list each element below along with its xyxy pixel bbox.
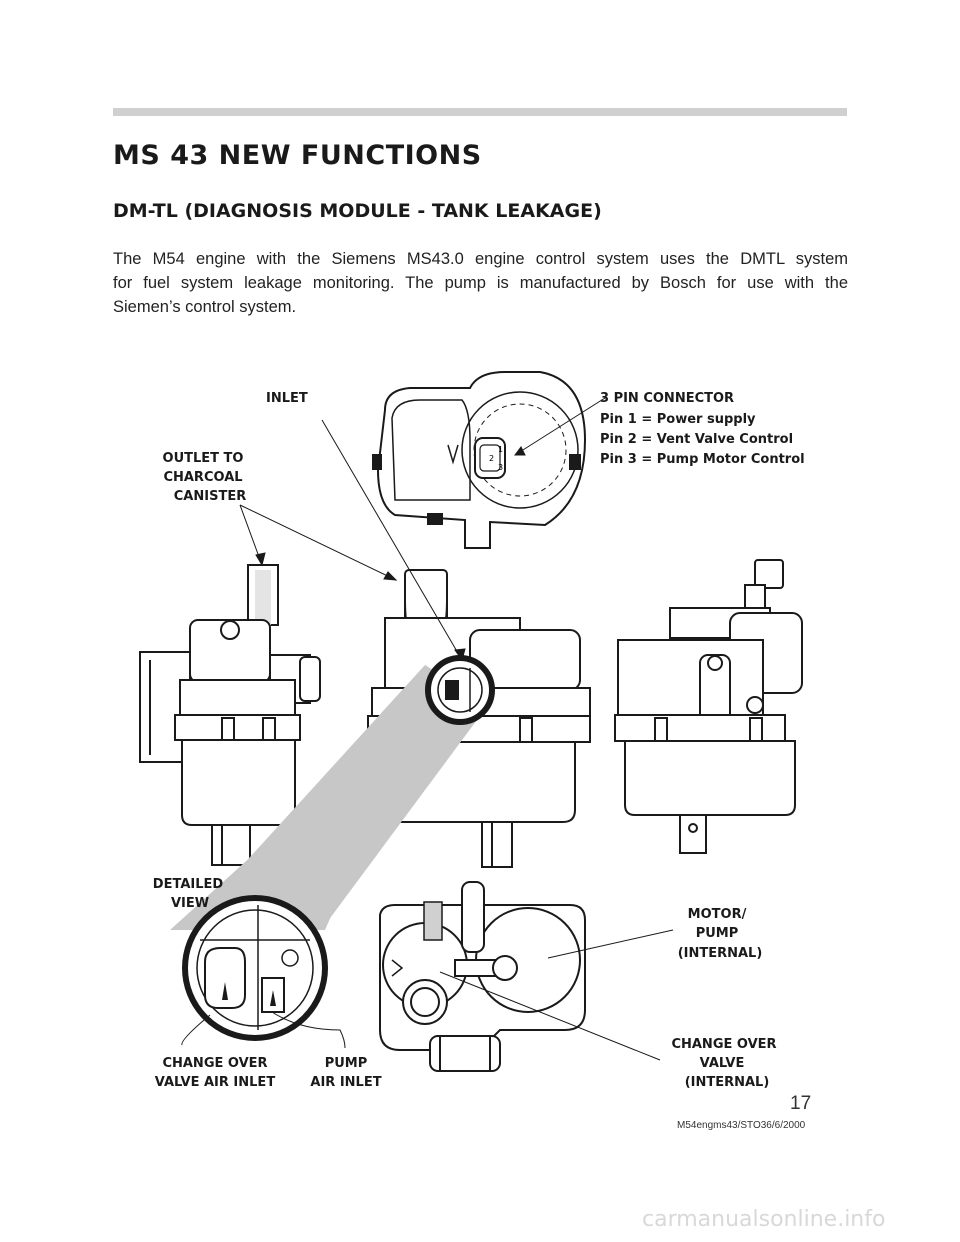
pump-section-view [379, 881, 586, 1072]
inlet-label: INLET [266, 391, 308, 406]
changeover-inlet-line1: CHANGE OVER [162, 1056, 267, 1071]
motor-label-line3: (INTERNAL) [678, 946, 763, 961]
detailed-view-circle [182, 895, 328, 1041]
pump-right-view [614, 559, 803, 854]
changeover-inlet-line2: VALVE AIR INLET [155, 1075, 276, 1090]
watermark: carmanualsonline.info [642, 1207, 886, 1232]
detailed-label-line2: VIEW [171, 896, 209, 911]
changeover-valve-line1: CHANGE OVER [671, 1037, 776, 1052]
pump-inlet-line1: PUMP [325, 1056, 368, 1071]
connector-pin3: Pin 3 = Pump Motor Control [600, 452, 805, 467]
page-number: 17 [790, 1093, 812, 1114]
paragraph-line: for fuel system leakage monitoring. The … [113, 274, 848, 292]
connector-title: 3 PIN CONNECTOR [600, 391, 734, 406]
pin-number-2: 2 [489, 454, 494, 463]
pump-left-view [139, 564, 321, 866]
paragraph-line: The M54 engine with the Siemens MS43.0 e… [113, 250, 848, 268]
pump-top-view [372, 371, 587, 549]
pump-inlet-line2: AIR INLET [310, 1075, 381, 1090]
document-reference: M54engms43/STO36/6/2000 [677, 1120, 806, 1131]
detail-source-circle [425, 655, 495, 725]
detailed-label-line1: DETAILED [153, 877, 224, 892]
changeover-valve-line3: (INTERNAL) [685, 1075, 770, 1090]
page-title: MS 43 NEW FUNCTIONS [113, 140, 482, 171]
outlet-label-line1: OUTLET TO [163, 451, 244, 466]
connector-pin2: Pin 2 = Vent Valve Control [600, 432, 793, 447]
intro-paragraph: The M54 engine with the Siemens MS43.0 e… [113, 247, 848, 319]
pin-number-1: 1 [498, 445, 503, 454]
pump-front-view [367, 569, 591, 868]
pin-number-3: 3 [498, 463, 503, 472]
changeover-valve-line2: VALVE [700, 1056, 745, 1071]
section-subtitle: DM-TL (DIAGNOSIS MODULE - TANK LEAKAGE) [113, 200, 602, 222]
header-rule [113, 108, 847, 116]
motor-label-line1: MOTOR/ [688, 907, 747, 922]
outlet-label-line2: CHARCOAL [163, 470, 242, 485]
paragraph-line: Siemen’s control system. [113, 298, 297, 316]
connector-pin1: Pin 1 = Power supply [600, 412, 756, 427]
outlet-label-line3: CANISTER [174, 489, 246, 504]
motor-label-line2: PUMP [696, 926, 739, 941]
